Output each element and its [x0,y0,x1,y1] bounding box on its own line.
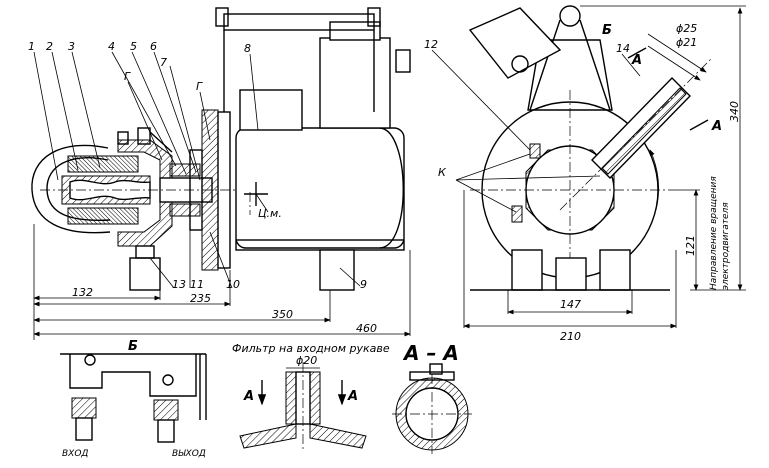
outlet-label: ВЫХОД [172,449,206,459]
filter-title: Фильтр на входном рукаве [232,342,390,355]
dim-460: 460 [356,322,377,335]
dim-121: 121 [684,235,697,256]
dim-132: 132 [72,286,93,299]
dim-210: 210 [560,330,581,343]
callout-9: 9 [360,278,367,291]
view-b-marker: Б [602,23,612,38]
center-of-mass-label: Ц.м. [258,207,282,220]
section-a-marker-1: А [631,53,642,68]
callout-12: 12 [424,38,438,51]
callout-7: 7 [160,56,167,69]
dim-147: 147 [560,298,581,311]
view-b [60,353,207,443]
callout-g-1: Г [124,70,131,83]
section-a-a [392,363,472,454]
callout-13: 13 [172,278,186,291]
dim-phi21: ϕ21 [676,36,697,49]
dim-350: 350 [272,308,293,321]
dim-235: 235 [190,292,211,305]
section-aa-title: А – А [402,341,459,365]
dim-340: 340 [728,101,741,122]
callout-6: 6 [150,40,157,53]
filter-detail [239,362,367,452]
callout-8: 8 [244,42,251,55]
callout-5: 5 [130,40,137,53]
callout-10: 10 [226,278,240,291]
side-section-view [31,7,411,340]
filter-section-a-2: А [347,389,358,404]
inlet-label: ВХОД [62,449,88,459]
view-b-title: Б [128,339,138,354]
rotation-label-2: электродвигателя [721,202,731,290]
front-view [431,5,746,329]
callout-11: 11 [190,278,204,291]
callout-4: 4 [108,40,115,53]
callout-1: 1 [28,40,35,53]
k-bolt-top [529,143,541,159]
section-a-marker-2: А [711,119,722,134]
callout-k: К [438,166,447,179]
callout-2: 2 [46,40,53,53]
callout-14: 14 [616,42,630,55]
callout-g-2: Г [196,80,203,93]
dim-phi20: ϕ20 [296,354,317,367]
k-bolt-left [511,205,523,223]
filter-section-a-1: А [243,389,254,404]
dim-phi25: ϕ25 [676,22,697,35]
rotation-label: Направление вращения [709,176,719,290]
callout-3: 3 [68,40,75,53]
